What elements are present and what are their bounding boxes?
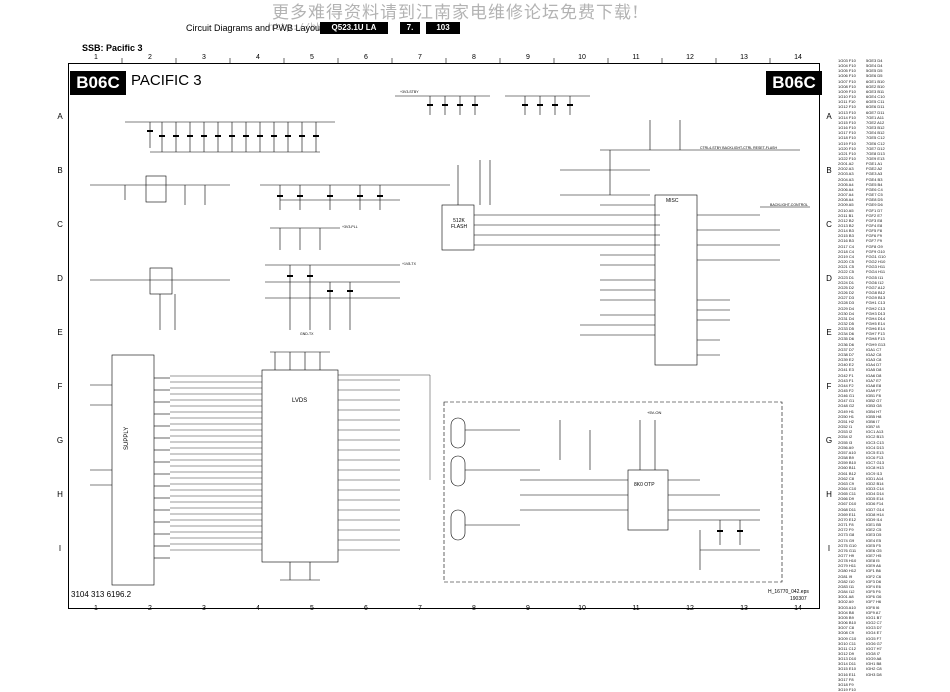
watermark-url: http://bbs.jndd [268, 22, 359, 33]
column-number: 8 [472, 54, 476, 61]
column-number: 10 [578, 54, 586, 61]
supply-label: SUPPLY [124, 426, 130, 450]
flash-label: 512K FLASH [450, 218, 468, 230]
net-label-backlight-control: BACKLIGHT-CONTROL [770, 203, 808, 207]
watermark-chinese: 更多难得资料请到江南家电维修论坛免费下载! [272, 3, 640, 23]
column-number: 6 [364, 605, 368, 612]
column-number: 5 [310, 54, 314, 61]
regulator-row-b [90, 175, 450, 210]
column-number: 2 [148, 54, 152, 61]
section-title: SSB: Pacific 3 [82, 43, 143, 53]
drawing-date: 190307 [790, 596, 807, 602]
column-number: 9 [526, 54, 530, 61]
grid-ticks [121, 58, 771, 63]
doc-number: 3104 313 6196.2 [71, 590, 132, 599]
row-letter: B [57, 166, 63, 175]
header-chapter-box: 7. [400, 22, 420, 34]
otp-label: 8K0 OTP [634, 482, 655, 488]
misc-ic [560, 120, 810, 366]
row-letter: A [57, 112, 63, 121]
column-number: 3 [202, 54, 206, 61]
column-number: 9 [526, 605, 530, 612]
column-number: 1 [94, 605, 98, 612]
supply-ic [90, 354, 170, 586]
net-label-5v-on: +5V-ON [647, 410, 662, 415]
net-label-gnd-tx: GND-TX [300, 332, 314, 336]
column-number: 1 [94, 54, 98, 61]
header-title: Circuit Diagrams and PWB Layouts [186, 23, 328, 33]
misc-label: MISC [666, 198, 679, 204]
column-number: 4 [256, 54, 260, 61]
column-number: 6 [364, 54, 368, 61]
lvds-label: LVDS [292, 398, 308, 404]
column-number: 7 [418, 54, 422, 61]
flash-area [441, 160, 660, 251]
supply-rails-top-left [125, 121, 335, 153]
column-number: 14 [794, 605, 802, 612]
column-number: 3 [202, 605, 206, 612]
column-number: 7 [418, 605, 422, 612]
schematic-drawing [90, 58, 810, 586]
row-letter: I [58, 544, 62, 553]
row-letter: E [826, 328, 832, 337]
net-label-3v3-stby: +3V3-STBY [400, 90, 419, 94]
net-label-3v3-pll: +3V3-PLL [342, 225, 358, 229]
row-letter: E [57, 328, 63, 337]
column-number: 10 [578, 605, 586, 612]
lvds-ic [261, 351, 339, 581]
column-number: 14 [794, 54, 802, 61]
row-letter: D [826, 274, 832, 283]
pll-supply-row-c [270, 227, 340, 250]
lvds-outputs [338, 374, 431, 551]
row-letter: G [825, 436, 833, 445]
header-model-box: Q523.1U LA [320, 22, 388, 34]
block-badge-left: B06C [70, 71, 126, 95]
header-page-box: 103 [426, 22, 460, 34]
column-number: 13 [740, 54, 748, 61]
column-number: 8 [472, 605, 476, 612]
top-resistor-groups [395, 95, 590, 115]
block-title: PACIFIC 3 [131, 72, 202, 89]
column-number: 13 [740, 605, 748, 612]
row-letter: G [56, 436, 64, 445]
row-letter: H [826, 490, 832, 499]
reference-column-2: 5GE3 D4 5GE4 D4 5GE5 D5 5GE6 D5 6GE1 B10… [866, 58, 886, 677]
reference-column-1: 1G03 F10 1G04 F10 1G05 F10 1G06 F10 1G07… [838, 58, 857, 692]
column-number: 12 [686, 54, 694, 61]
column-number: 5 [310, 605, 314, 612]
row-letter: F [57, 382, 63, 391]
tx-supply-row-d [90, 264, 400, 330]
column-number: 2 [148, 605, 152, 612]
row-letter: A [826, 112, 832, 121]
bus-lines [170, 375, 262, 551]
row-letter: B [826, 166, 832, 175]
row-letter: D [57, 274, 63, 283]
row-letter: F [826, 382, 832, 391]
row-letter: I [827, 544, 831, 553]
component-marks [147, 104, 743, 532]
column-number: 11 [632, 605, 640, 612]
row-letter: C [826, 220, 832, 229]
row-letter: H [57, 490, 63, 499]
otp-components [450, 417, 760, 570]
otp-subcircuit-box [443, 401, 783, 583]
net-label-backlight-ctrl: CTRL4-STBY BACKLIGHT-CTRL RESET-FLASH [700, 146, 778, 150]
net-label-1v8-tx: +1V8-TX [402, 262, 416, 266]
column-number: 11 [632, 54, 640, 61]
drawing-id: H_16770_042.eps [768, 589, 809, 595]
row-letter: C [57, 220, 63, 229]
column-number: 4 [256, 605, 260, 612]
schematic-frame [68, 63, 820, 609]
column-number: 12 [686, 605, 694, 612]
block-badge-right: B06C [766, 71, 822, 95]
